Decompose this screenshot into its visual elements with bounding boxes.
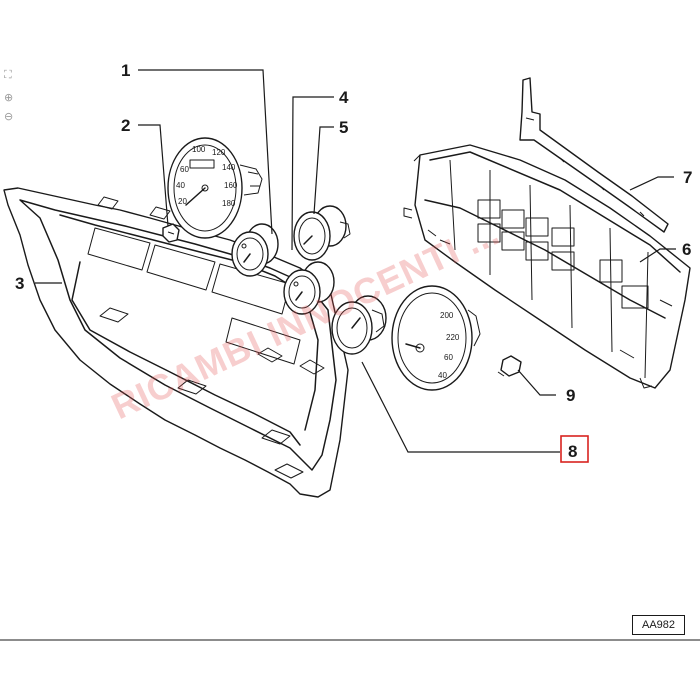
- callout-5[interactable]: 5: [339, 118, 348, 137]
- callout-8[interactable]: 8: [568, 442, 577, 461]
- part-6-housing: [403, 144, 691, 389]
- part-2-fastener: [162, 223, 180, 243]
- callout-4[interactable]: 4: [339, 88, 349, 107]
- dial-mark: 140: [222, 163, 236, 172]
- dial-mark: 160: [224, 181, 238, 190]
- part-4-gauge: [283, 261, 335, 315]
- dial-mark: 60: [444, 353, 453, 362]
- dial-mark: 200: [440, 311, 454, 320]
- part-8-tachometer: [331, 295, 387, 355]
- dial-mark: 220: [446, 333, 460, 342]
- dial-mark: 60: [180, 165, 189, 174]
- dial-mark: 100: [192, 145, 206, 154]
- dial-mark: 180: [222, 199, 236, 208]
- viewer-toolbar: ⛶ ⊕ ⊖: [4, 68, 13, 123]
- part-1-speedometer: 60 40 20 100 120 140 160 180: [167, 137, 263, 239]
- callout-labels: 1 2 3 4 5 6 7 8 9: [15, 61, 692, 463]
- part-7-bracket: [519, 77, 669, 233]
- fit-screen-icon[interactable]: ⛶: [4, 68, 12, 81]
- callout-8-highlight: [560, 435, 589, 463]
- callout-7[interactable]: 7: [683, 168, 692, 187]
- diagram-code: AA982: [632, 615, 685, 635]
- gauge-small-1: [231, 223, 279, 277]
- callout-6[interactable]: 6: [682, 240, 691, 259]
- zoom-in-icon[interactable]: ⊕: [4, 91, 13, 104]
- dial-mark: 120: [212, 148, 226, 157]
- part-9-bulb-holder: [497, 355, 522, 377]
- callout-lines: [35, 69, 676, 453]
- dial-mark: 20: [178, 197, 187, 206]
- callout-2[interactable]: 2: [121, 116, 130, 135]
- tachometer-face: 200 220 60 40: [391, 285, 481, 391]
- part-5-gauge: [293, 205, 351, 261]
- callout-3[interactable]: 3: [15, 274, 24, 293]
- zoom-out-icon[interactable]: ⊖: [4, 110, 13, 123]
- dial-mark: 40: [438, 371, 447, 380]
- callout-1[interactable]: 1: [121, 61, 130, 80]
- callout-9[interactable]: 9: [566, 386, 575, 405]
- dial-mark: 40: [176, 181, 185, 190]
